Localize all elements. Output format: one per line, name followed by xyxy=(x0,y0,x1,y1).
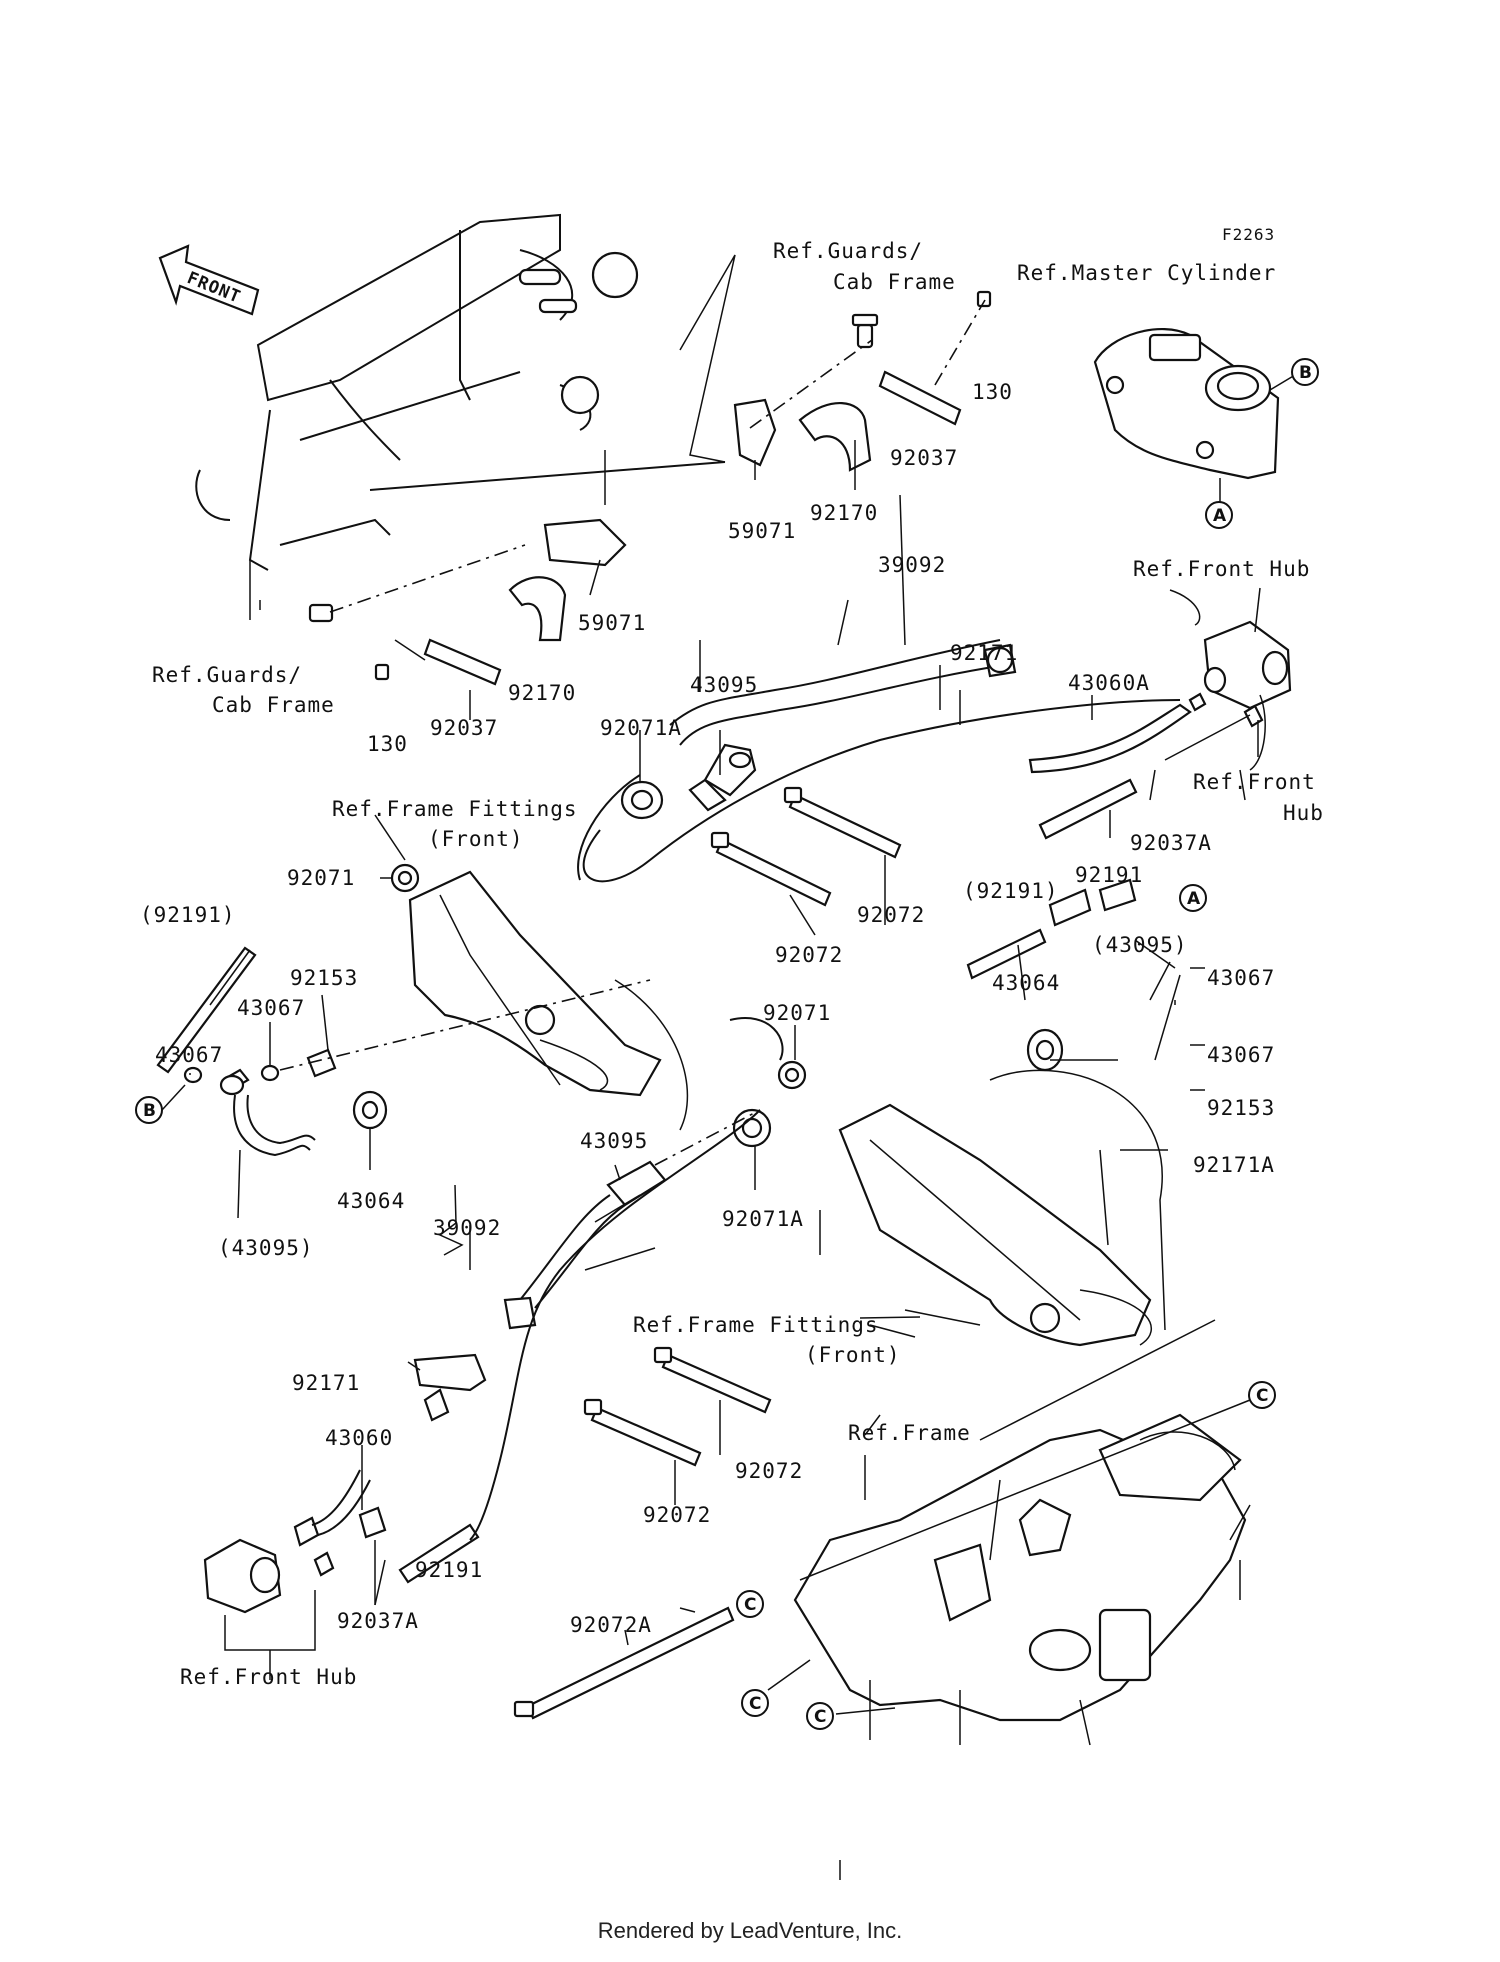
brake-hose-lower xyxy=(469,1017,784,1541)
figure-code: F2263 xyxy=(1222,225,1275,244)
part-92072-b: 92072 xyxy=(775,943,843,967)
leader-lines xyxy=(161,440,1259,1880)
ref-front-hub-right-line2: Hub xyxy=(1283,801,1324,825)
part-92072-a: 92072 xyxy=(857,903,925,927)
ref-frame-fittings-top-line2: (Front) xyxy=(428,827,524,851)
ref-frame-fittings-bottom-line1: Ref.Frame Fittings xyxy=(633,1313,879,1337)
part-59071-left: 59071 xyxy=(578,611,646,635)
part-92170-left: 92170 xyxy=(508,681,576,705)
part-92072A: 92072A xyxy=(570,1613,652,1637)
part-92071-left: 92071 xyxy=(287,866,355,890)
svg-text:C: C xyxy=(1256,1386,1268,1406)
ref-front-hub-bottom: Ref.Front Hub xyxy=(180,1665,357,1689)
svg-text:A: A xyxy=(1213,506,1227,526)
frame-fittings-upper xyxy=(408,870,662,1097)
upper-clamp-assembly xyxy=(733,290,992,472)
ref-frame: Ref.Frame xyxy=(848,1421,971,1445)
part-92071-mid: 92071 xyxy=(763,1001,831,1025)
svg-text:C: C xyxy=(749,1694,761,1714)
part-130-left: 130 xyxy=(367,732,408,756)
part-92072-d: 92072 xyxy=(643,1503,711,1527)
grommets-and-sleeves xyxy=(352,780,1064,1148)
part-92037-top: 92037 xyxy=(890,446,958,470)
frame-sketch xyxy=(793,1319,1251,1746)
ref-guards-top-line2: Cab Frame xyxy=(833,270,956,294)
part-43095-left: (43095) xyxy=(218,1236,314,1260)
front-hub-bottom xyxy=(203,1353,487,1680)
callout-b-left: B xyxy=(135,1096,163,1124)
part-130-top: 130 xyxy=(972,380,1013,404)
ref-front-hub-top: Ref.Front Hub xyxy=(1133,557,1310,581)
lower-clamp-assembly xyxy=(308,518,627,686)
svg-text:A: A xyxy=(1187,889,1201,909)
part-43060A: 43060A xyxy=(1068,671,1150,695)
part-92171-lower: 92171 xyxy=(292,1371,360,1395)
svg-text:C: C xyxy=(744,1595,756,1615)
part-43064-left: 43064 xyxy=(337,1189,405,1213)
ref-guards-left-line1: Ref.Guards/ xyxy=(152,663,302,687)
part-43067-right-a: 43067 xyxy=(1207,966,1275,990)
svg-text:B: B xyxy=(1299,363,1312,383)
part-43067-left-a: 43067 xyxy=(237,996,305,1020)
callout-a-master: A xyxy=(1205,501,1233,529)
footer-credit: Rendered by LeadVenture, Inc. xyxy=(597,1918,903,1943)
part-92037A-right: 92037A xyxy=(1130,831,1212,855)
ref-master-cylinder: Ref.Master Cylinder xyxy=(1017,261,1276,285)
ref-guards-left-line2: Cab Frame xyxy=(212,693,335,717)
part-43064-right: 43064 xyxy=(992,971,1060,995)
ref-frame-fittings-bottom-line2: (Front) xyxy=(805,1343,901,1367)
part-92153-left: 92153 xyxy=(290,966,358,990)
part-59071-top: 59071 xyxy=(728,519,796,543)
ref-front-hub-right-line1: Ref.Front xyxy=(1193,770,1316,794)
guards-cab-frame-sketch xyxy=(195,213,726,620)
part-92037-left: 92037 xyxy=(430,716,498,740)
callout-c-frame-bottom: C xyxy=(806,1702,834,1730)
part-39092-lower: 39092 xyxy=(433,1216,501,1240)
part-92037A-lower: 92037A xyxy=(337,1609,419,1633)
ref-guards-top-line1: Ref.Guards/ xyxy=(773,239,923,263)
part-92153-right: 92153 xyxy=(1207,1096,1275,1120)
part-92071A-lower: 92071A xyxy=(722,1207,804,1231)
brake-hose-left xyxy=(183,979,689,1157)
part-39092-top: 39092 xyxy=(878,553,946,577)
part-92171A: 92171A xyxy=(1193,1153,1275,1177)
part-92071A-top: 92071A xyxy=(600,716,682,740)
front-hub-right xyxy=(1028,587,1292,774)
front-direction-arrow: FRONT xyxy=(158,244,260,316)
callout-b-master: B xyxy=(1291,358,1319,386)
callout-a-right: A xyxy=(1179,884,1207,912)
protector-sleeves xyxy=(156,778,1138,1584)
callout-c-frame-top: C xyxy=(1248,1381,1276,1409)
part-43067-right-b: 43067 xyxy=(1207,1043,1275,1067)
part-43060: 43060 xyxy=(325,1426,393,1450)
part-43095-mid: (43095) xyxy=(1092,933,1188,957)
callout-c-tie: C xyxy=(736,1590,764,1618)
svg-text:B: B xyxy=(143,1101,156,1121)
part-92191-mid: (92191) xyxy=(963,879,1059,903)
part-43095-top: 43095 xyxy=(690,673,758,697)
part-92171-top: 92171 xyxy=(950,641,1018,665)
part-43095-lower: 43095 xyxy=(580,1129,648,1153)
svg-text:C: C xyxy=(814,1707,826,1727)
callout-c-frame-left: C xyxy=(741,1689,769,1717)
part-92191-left: (92191) xyxy=(140,903,236,927)
part-92191-lower: 92191 xyxy=(415,1558,483,1582)
frame-fittings-lower xyxy=(838,1069,1166,1347)
ref-frame-fittings-top-line1: Ref.Frame Fittings xyxy=(332,797,578,821)
master-cylinder xyxy=(1093,327,1296,505)
part-92170-top: 92170 xyxy=(810,501,878,525)
brake-hose-upper xyxy=(577,639,1181,927)
part-92072-c: 92072 xyxy=(735,1459,803,1483)
part-43067-left-b: 43067 xyxy=(155,1043,223,1067)
part-92191-right: 92191 xyxy=(1075,863,1143,887)
cable-ties xyxy=(513,786,902,1720)
